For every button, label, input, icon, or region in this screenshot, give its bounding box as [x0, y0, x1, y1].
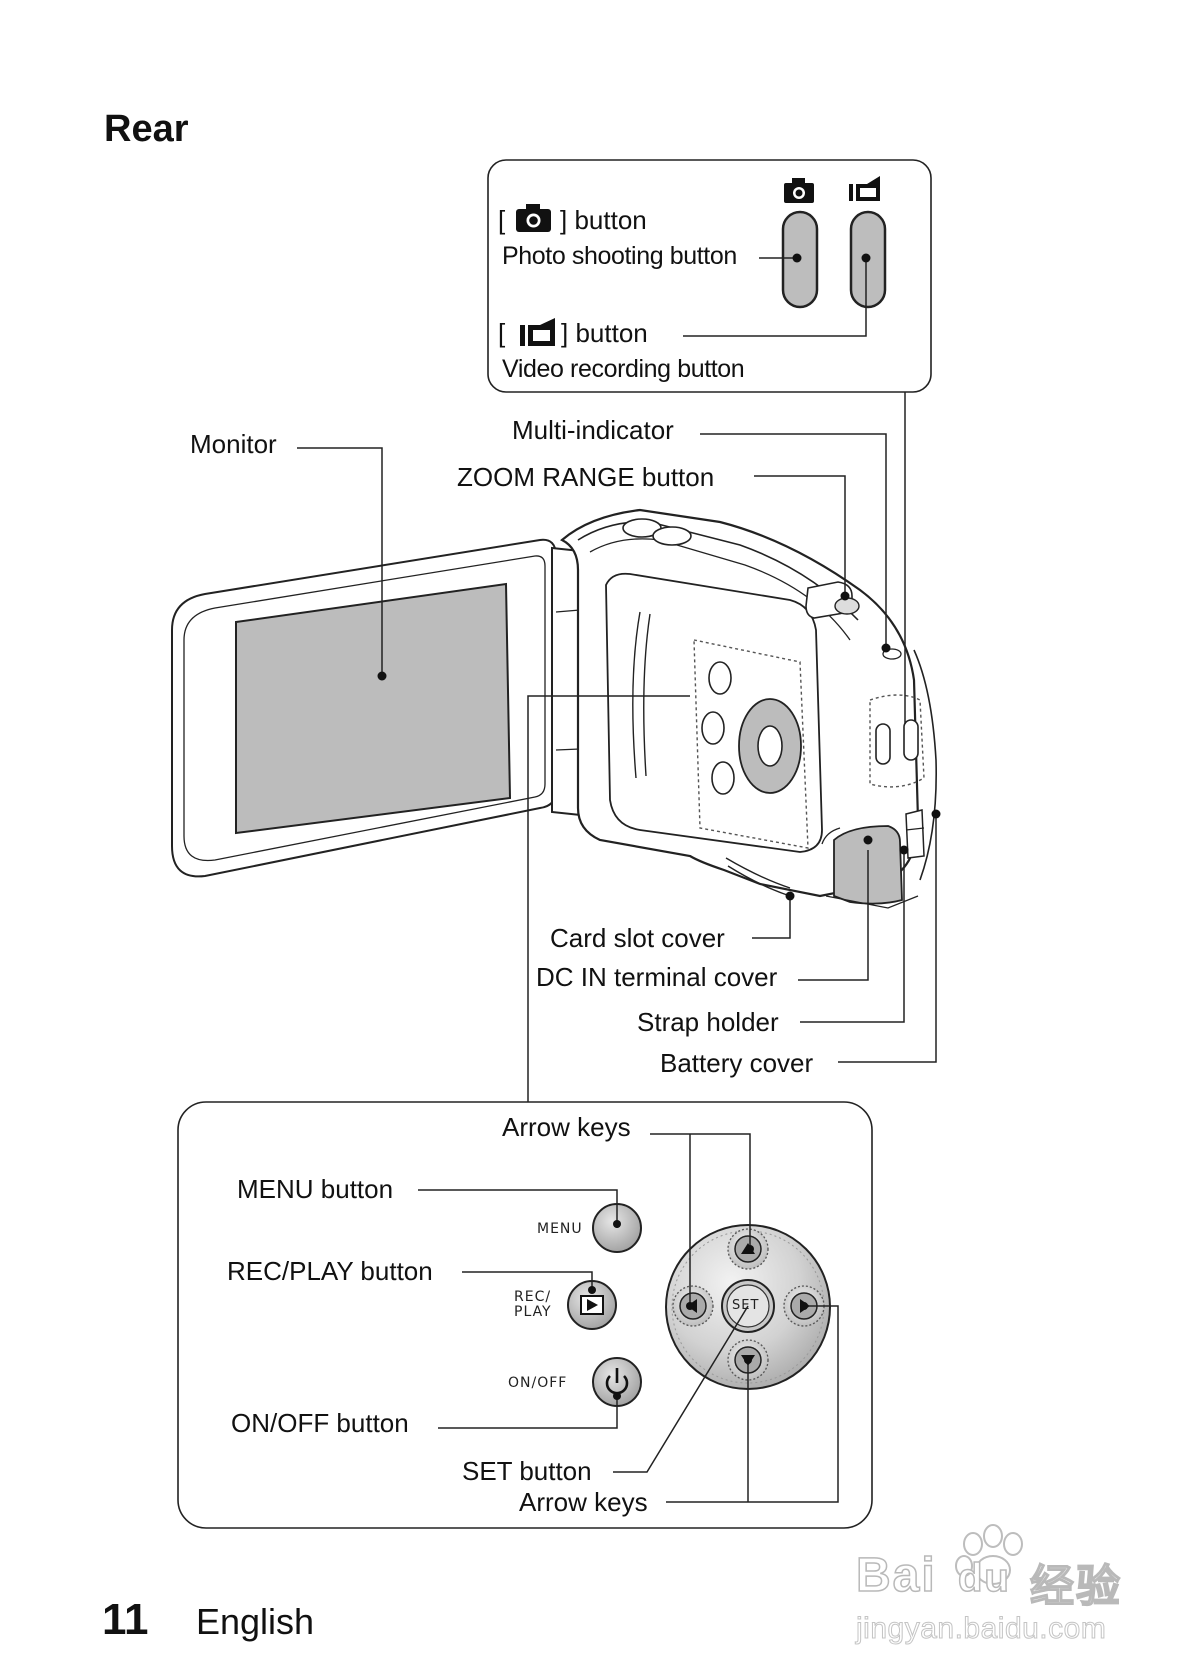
monitor-label: Monitor — [190, 429, 277, 459]
camera-body — [560, 508, 937, 909]
video-button-bracket-open: [ — [498, 318, 506, 348]
rec-face-label-line2: PLAY — [514, 1304, 552, 1320]
zoom-range-label: ZOOM RANGE button — [457, 462, 715, 492]
set-face-label: SET — [732, 1298, 760, 1313]
rec-face-label-line1: REC/ — [514, 1289, 552, 1305]
top-inset-box — [487, 159, 932, 393]
page-title: Rear — [104, 108, 189, 150]
video-button-desc: Video recording button — [502, 355, 745, 383]
rec-play-button-label: REC/PLAY button — [227, 1256, 433, 1286]
multi-indicator-label: Multi-indicator — [512, 415, 674, 445]
watermark-url: jingyan.baidu.com — [855, 1612, 1107, 1646]
battery-cover-label: Battery cover — [660, 1048, 814, 1078]
menu-button-label: MENU button — [237, 1174, 394, 1204]
arrow-keys-label-top: Arrow keys — [502, 1112, 631, 1142]
bottom-inset-box — [177, 1101, 873, 1529]
menu-face-label: MENU — [537, 1221, 583, 1237]
video-camera-icon — [849, 176, 880, 201]
on-off-button-label: ON/OFF button — [231, 1408, 409, 1438]
photo-button-desc: Photo shooting button — [502, 242, 737, 270]
arrow-keys-label-bottom: Arrow keys — [519, 1487, 648, 1517]
leader-lines — [297, 392, 937, 1102]
video-button-label: ] button — [561, 318, 648, 348]
language-label: English — [196, 1601, 315, 1642]
dc-in-label: DC IN terminal cover — [536, 962, 778, 992]
lcd-monitor-panel — [171, 538, 557, 878]
set-button-label: SET button — [462, 1456, 592, 1486]
watermark-paw-icon — [955, 1524, 1023, 1585]
watermark-brand: Bai — [855, 1548, 937, 1603]
card-slot-label: Card slot cover — [550, 923, 725, 953]
page-number: 11 — [102, 1595, 149, 1644]
monitor-screen — [235, 582, 512, 835]
camera-icon — [516, 204, 551, 232]
video-camera-icon — [520, 318, 555, 346]
onoff-face-label: ON/OFF — [508, 1375, 568, 1391]
watermark-brand-cn: 经验 — [1029, 1560, 1122, 1613]
strap-holder-label: Strap holder — [637, 1007, 779, 1037]
watermark-brand-paw: du — [957, 1555, 1011, 1601]
camera-icon — [784, 178, 814, 203]
photo-button-label: ] button — [560, 205, 647, 235]
photo-button-bracket-open: [ — [498, 205, 506, 235]
